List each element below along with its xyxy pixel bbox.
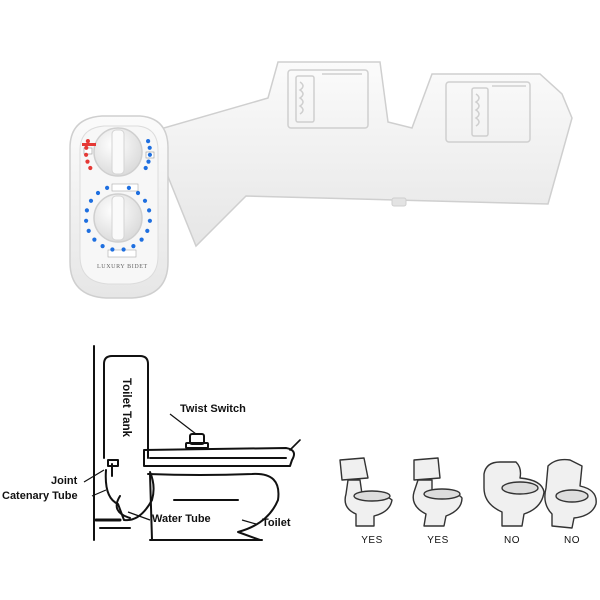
hot-dot (85, 159, 90, 164)
label-twist-switch: Twist Switch (180, 403, 246, 415)
cold-dot (147, 152, 152, 157)
water-temperature-knob (93, 127, 143, 177)
two-piece-toilet-icon (412, 457, 463, 527)
one-piece-toilet-icon (483, 461, 545, 527)
compat-caption-4: NO (564, 535, 580, 546)
mounting-slot-left (287, 69, 369, 129)
label-toilet: Toilet (262, 517, 291, 529)
toilet-bowl-shape (147, 472, 280, 541)
cold-dot (88, 198, 94, 203)
cold-dot (121, 247, 126, 252)
label-joint: Joint (51, 475, 78, 487)
cold-dot (145, 228, 150, 233)
cold-dot (142, 198, 148, 203)
cold-indicator-dots-lower (84, 185, 152, 252)
mounting-plate (148, 61, 573, 248)
cold-dot (147, 208, 152, 213)
compat-caption-2: YES (427, 535, 449, 546)
brand-label: LUXURY BIDET (97, 264, 148, 270)
mounting-slot-right (445, 81, 531, 143)
hot-dot (85, 139, 90, 144)
toilet-tank-shape (103, 355, 149, 459)
water-tube-shape (104, 469, 155, 522)
cold-dot (92, 237, 97, 242)
cold-dot (84, 218, 89, 223)
cold-dot (100, 244, 105, 249)
cold-dot (147, 145, 152, 150)
hot-indicator-dots (84, 139, 93, 171)
cold-dot (105, 185, 110, 190)
mounting-foot (391, 197, 407, 207)
cold-dot (143, 165, 148, 171)
cold-dot (95, 190, 101, 196)
cold-dot (131, 244, 136, 249)
compat-caption-1: YES (361, 535, 383, 546)
hot-dot (84, 145, 89, 150)
cold-dot (110, 247, 115, 252)
cold-dot (86, 228, 91, 233)
cold-dot (147, 218, 152, 223)
cold-dot (126, 185, 131, 190)
two-piece-toilet-icon (339, 457, 393, 527)
cold-dot (84, 208, 89, 213)
hot-dot (84, 152, 89, 157)
cold-dot (146, 139, 151, 144)
cold-dot (146, 159, 151, 164)
water-pressure-knob (93, 193, 143, 243)
hot-dot (88, 165, 93, 171)
cold-indicator-dots-upper (143, 139, 152, 171)
label-water-tube: Water Tube (152, 513, 211, 525)
label-catenary-tube: Catenary Tube (2, 490, 78, 502)
bidet-attachment-illustration (69, 61, 573, 299)
cold-dot (139, 237, 144, 242)
cold-dot (135, 190, 141, 196)
compat-caption-3: NO (504, 535, 520, 546)
bidet-arm-shape (143, 447, 295, 467)
wall-toilet-icon (544, 458, 597, 529)
